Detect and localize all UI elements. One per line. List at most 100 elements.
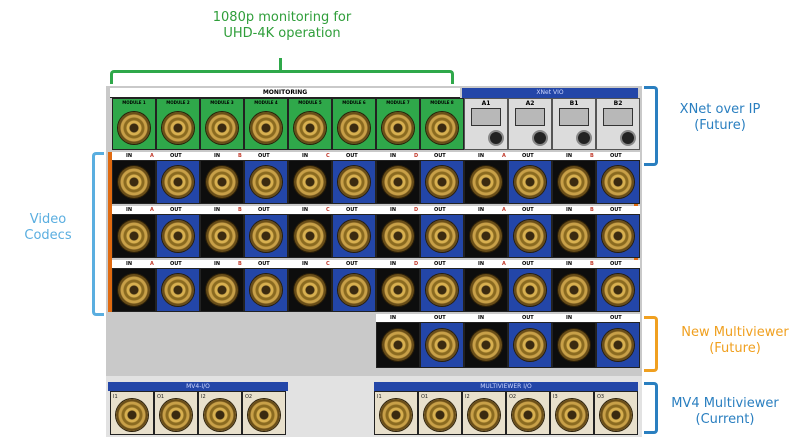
xnet-rj45-port[interactable] <box>559 108 589 126</box>
monitoring-bnc-connector[interactable] <box>206 112 238 144</box>
io-letter-label: B <box>590 207 594 213</box>
xnet-port-label: A2 <box>525 100 535 107</box>
codec-bnc-connector[interactable] <box>426 220 458 252</box>
codec-bnc-connector[interactable] <box>162 220 194 252</box>
codec-bnc-connector[interactable] <box>338 220 370 252</box>
codec-bnc-connector[interactable] <box>602 166 634 198</box>
monitoring-bnc-connector[interactable] <box>426 112 458 144</box>
codec-bnc-connector[interactable] <box>118 166 150 198</box>
xnet-knob[interactable] <box>532 130 548 146</box>
codec-bnc-connector[interactable] <box>470 166 502 198</box>
codec-bnc-connector[interactable] <box>206 274 238 306</box>
io-out-label: OUT <box>522 153 534 159</box>
codec-bnc-connector[interactable] <box>470 220 502 252</box>
mv-right-bnc-connector[interactable] <box>556 399 588 431</box>
codec-bnc-connector[interactable] <box>294 166 326 198</box>
codec-bnc-connector[interactable] <box>558 220 590 252</box>
codec-bnc-connector[interactable] <box>514 166 546 198</box>
monitoring-bnc-connector[interactable] <box>338 112 370 144</box>
codec-bnc-connector[interactable] <box>426 166 458 198</box>
codec-bnc-connector[interactable] <box>294 274 326 306</box>
mv-right-title: MULTIVIEWER I/O <box>480 383 532 390</box>
io-out-label: OUT <box>170 261 182 267</box>
codec-bnc-connector[interactable] <box>250 166 282 198</box>
codec-bnc-connector[interactable] <box>382 220 414 252</box>
codec-bnc-connector[interactable] <box>338 274 370 306</box>
codec-bnc-connector[interactable] <box>206 166 238 198</box>
xnet-port-label: A1 <box>481 100 491 107</box>
newmv-annotation-line1: New Multiviewer <box>681 325 789 340</box>
mv-right-bnc-connector[interactable] <box>600 399 632 431</box>
codec-bnc-connector[interactable] <box>426 274 458 306</box>
xnet-port-label: B1 <box>569 100 579 107</box>
codec-bnc-connector[interactable] <box>514 220 546 252</box>
io-out-label: OUT <box>434 153 446 159</box>
monitoring-module-label: MODULE 5 <box>298 100 322 105</box>
mv-left-port-label: O2 <box>245 394 253 400</box>
mv-left-header: MV4-I/O <box>108 382 288 391</box>
mv-left-bnc-connector[interactable] <box>204 399 236 431</box>
xnet-annotation: XNet over IP (Future) <box>660 102 780 134</box>
codec-bnc-connector[interactable] <box>162 274 194 306</box>
codec-bnc-connector[interactable] <box>382 274 414 306</box>
io-letter-label: D <box>414 261 419 267</box>
codec-bnc-connector[interactable] <box>558 274 590 306</box>
mv-right-bnc-connector[interactable] <box>468 399 500 431</box>
codec-bnc-connector[interactable] <box>602 220 634 252</box>
xnet-knob[interactable] <box>488 130 504 146</box>
mv4-annotation: MV4 Multiviewer (Current) <box>660 396 790 428</box>
codec-bnc-connector[interactable] <box>338 166 370 198</box>
codecs-bracket <box>92 152 104 316</box>
io-in-label: IN <box>478 153 485 159</box>
mv-left-bnc-connector[interactable] <box>248 399 280 431</box>
io-letter-label: D <box>414 207 419 213</box>
mv-right-bnc-connector[interactable] <box>424 399 456 431</box>
mv-right-port-label: O3 <box>597 394 605 400</box>
newmv-bnc-connector[interactable] <box>514 329 546 361</box>
codec-bnc-connector[interactable] <box>470 274 502 306</box>
monitoring-bnc-connector[interactable] <box>250 112 282 144</box>
io-out-label: OUT <box>346 207 358 213</box>
mv-right-bnc-connector[interactable] <box>512 399 544 431</box>
newmv-bnc-connector[interactable] <box>382 329 414 361</box>
codec-bnc-connector[interactable] <box>250 274 282 306</box>
xnet-annotation-line2: (Future) <box>694 118 746 133</box>
monitoring-bnc-connector[interactable] <box>294 112 326 144</box>
xnet-knob[interactable] <box>620 130 636 146</box>
io-in-label: IN <box>566 261 573 267</box>
newmv-annotation-line2: (Future) <box>709 341 761 356</box>
io-out-label: OUT <box>522 207 534 213</box>
codec-bnc-connector[interactable] <box>514 274 546 306</box>
codec-bnc-connector[interactable] <box>206 220 238 252</box>
codec-bnc-connector[interactable] <box>250 220 282 252</box>
codec-bnc-connector[interactable] <box>118 274 150 306</box>
xnet-port-label: B2 <box>613 100 623 107</box>
codec-bnc-connector[interactable] <box>382 166 414 198</box>
xnet-knob[interactable] <box>576 130 592 146</box>
monitoring-bnc-connector[interactable] <box>382 112 414 144</box>
newmv-bnc-connector[interactable] <box>602 329 634 361</box>
monitoring-bnc-connector[interactable] <box>118 112 150 144</box>
codec-bnc-connector[interactable] <box>558 166 590 198</box>
mv-left-bnc-connector[interactable] <box>160 399 192 431</box>
monitoring-bnc-connector[interactable] <box>162 112 194 144</box>
mv-right-bnc-connector[interactable] <box>380 399 412 431</box>
io-in-label: IN <box>566 315 573 321</box>
codec-bnc-connector[interactable] <box>294 220 326 252</box>
io-in-label: IN <box>390 153 397 159</box>
newmv-bnc-connector[interactable] <box>426 329 458 361</box>
io-in-label: IN <box>214 153 221 159</box>
newmv-bnc-connector[interactable] <box>470 329 502 361</box>
io-out-label: OUT <box>434 207 446 213</box>
xnet-rj45-port[interactable] <box>471 108 501 126</box>
newmv-bnc-connector[interactable] <box>558 329 590 361</box>
io-letter-label: A <box>502 153 506 159</box>
xnet-rj45-port[interactable] <box>515 108 545 126</box>
codec-bnc-connector[interactable] <box>118 220 150 252</box>
xnet-rj45-port[interactable] <box>603 108 633 126</box>
mv-left-bnc-connector[interactable] <box>116 399 148 431</box>
mv-right-port-label: I1 <box>377 394 382 400</box>
io-in-label: IN <box>214 261 221 267</box>
codec-bnc-connector[interactable] <box>162 166 194 198</box>
codec-bnc-connector[interactable] <box>602 274 634 306</box>
